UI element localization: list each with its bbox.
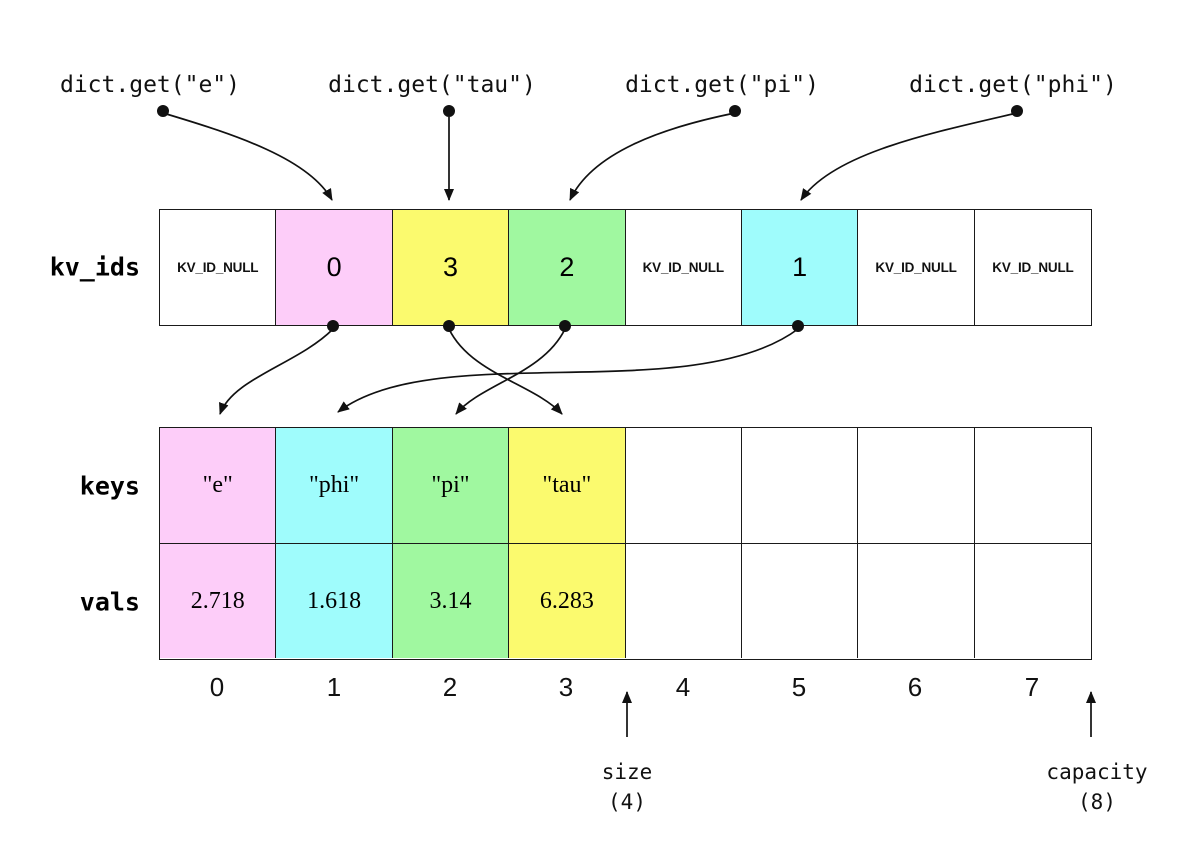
vals-cell-2: 3.14: [392, 543, 510, 658]
kv-ids-cell-6: KV_ID_NULL: [858, 210, 975, 325]
vals-cell-7: [974, 543, 1092, 658]
query-label-pi: dict.get("pi"): [625, 72, 819, 98]
size-label: size: [601, 760, 653, 784]
kv-ids-cell-3: 2: [509, 210, 626, 325]
kv-ids-cell-2: 3: [392, 210, 510, 325]
keys-cell-6: [858, 428, 975, 543]
kv-ids-row-label: kv_ids: [49, 252, 140, 282]
kv-ids-cell-0: KV_ID_NULL: [160, 210, 277, 325]
vals-row: 2.718 1.618 3.14 6.283: [160, 543, 1092, 658]
arrow-e-to-slot1: [162, 112, 333, 201]
query-dot-pi: [729, 105, 741, 117]
vals-cell-5: [741, 543, 859, 658]
vals-cell-3: 6.283: [509, 543, 626, 658]
vals-cell-1: 1.618: [276, 543, 393, 658]
keys-cell-7: [974, 428, 1092, 543]
keys-cell-3: "tau": [509, 428, 626, 543]
kv-ids-cell-1: 0: [276, 210, 393, 325]
index-label-4: 4: [675, 672, 691, 702]
index-label-5: 5: [791, 672, 807, 702]
vals-cell-6: [858, 543, 975, 658]
vals-cell-0: 2.718: [160, 543, 277, 658]
index-label-7: 7: [1024, 672, 1040, 702]
arrow-kvid3-to-keys3: [448, 328, 563, 415]
arrow-pi-to-slot3: [569, 112, 736, 201]
vals-cell-4: [625, 543, 742, 658]
keys-row-label: keys: [79, 471, 140, 501]
query-label-phi: dict.get("phi"): [909, 72, 1117, 98]
index-label-1: 1: [326, 672, 342, 702]
kv-ids-cell-7: KV_ID_NULL: [974, 210, 1092, 325]
index-label-2: 2: [442, 672, 458, 702]
arrow-kvid1-to-keys1: [337, 328, 799, 413]
query-label-e: dict.get("e"): [59, 72, 241, 98]
size-value: (4): [608, 790, 646, 814]
index-label-3: 3: [558, 672, 574, 702]
index-label-6: 6: [907, 672, 923, 702]
query-label-tau: dict.get("tau"): [328, 72, 536, 98]
capacity-value: (8): [1078, 790, 1116, 814]
arrow-kvid0-to-keys0: [219, 328, 334, 415]
query-dot-phi: [1011, 105, 1023, 117]
keys-cell-5: [741, 428, 859, 543]
query-dot-tau: [443, 105, 455, 117]
arrow-phi-to-slot5: [800, 112, 1018, 201]
keys-cell-2: "pi": [392, 428, 510, 543]
kv-ids-array: KV_ID_NULL 0 3 2 KV_ID_NULL 1 KV_ID_NULL…: [159, 209, 1093, 326]
index-label-0: 0: [209, 672, 225, 702]
keys-cell-4: [625, 428, 742, 543]
keys-cell-1: "phi": [276, 428, 393, 543]
keys-row: "e" "phi" "pi" "tau": [160, 428, 1092, 543]
keys-cell-0: "e": [160, 428, 277, 543]
query-dot-e: [157, 105, 169, 117]
kv-ids-cell-4: KV_ID_NULL: [625, 210, 742, 325]
kv-ids-cell-5: 1: [741, 210, 859, 325]
vals-row-label: vals: [79, 587, 140, 617]
keys-vals-array: "e" "phi" "pi" "tau" 2.718 1.618 3.14 6.…: [159, 427, 1093, 660]
arrow-kvid2-to-keys2: [455, 328, 566, 415]
capacity-label: capacity: [1046, 760, 1148, 784]
